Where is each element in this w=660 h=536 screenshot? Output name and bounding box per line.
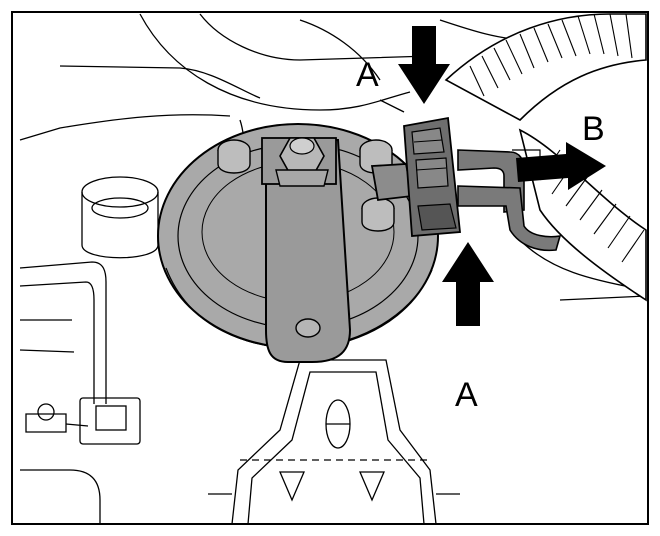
bolt-icon bbox=[275, 137, 329, 187]
arrow-icon bbox=[398, 26, 606, 326]
leader-line bbox=[379, 99, 405, 113]
callout-a-top: A bbox=[356, 56, 379, 94]
wire-icon bbox=[457, 149, 562, 252]
callout-b: B bbox=[582, 110, 605, 148]
callout-a-bottom: A bbox=[455, 376, 478, 414]
electrical-connector-icon bbox=[370, 116, 461, 237]
